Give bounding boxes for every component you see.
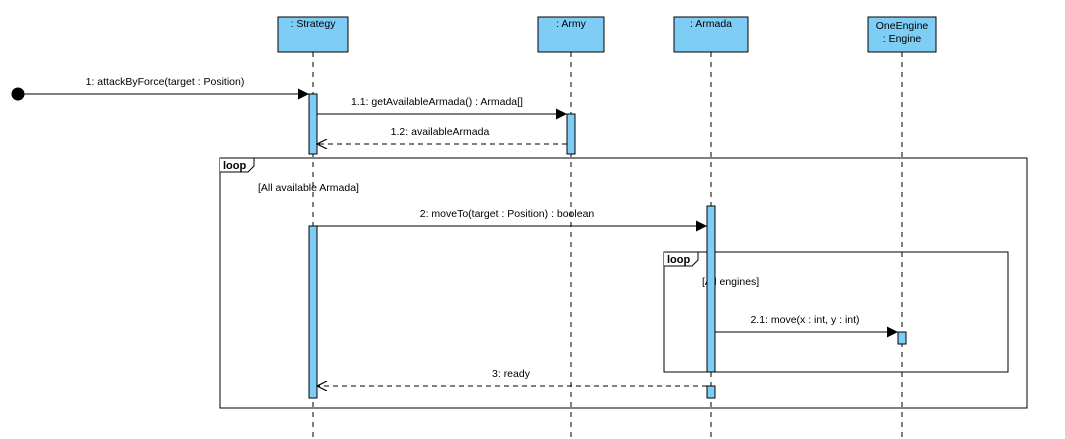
lifeline-strategy-label: : Strategy [291,18,337,30]
message-1[interactable]: 1: attackByForce(target : Position) [11,76,310,101]
lifeline-engine[interactable]: OneEngine : Engine [867,16,937,53]
message-3-label: 3: ready [492,368,531,380]
activation-armada-2[interactable] [706,385,716,399]
lifeline-armada[interactable]: : Armada [673,16,749,53]
lifeline-engine-label-type: : Engine [883,33,922,45]
lifeline-army[interactable]: : Army [537,16,605,53]
message-1-1-label: 1.1: getAvailableArmada() : Armada[] [351,96,523,108]
message-1-2-label: 1.2: availableArmada [391,126,490,138]
activation-armada-1[interactable] [706,205,716,373]
lifeline-engine-label-name: OneEngine [876,20,929,32]
message-1-2[interactable]: 1.2: availableArmada [317,126,567,144]
found-message-start-dot [11,87,25,101]
message-2[interactable]: 2: moveTo(target : Position) : boolean [317,208,707,232]
lifeline-strategy[interactable]: : Strategy [277,16,349,53]
message-2-1-label: 2.1: move(x : int, y : int) [750,314,859,326]
loop-fragment-outer-operator: loop [223,160,246,172]
lifeline-armada-label: : Armada [690,18,732,30]
lifeline-army-label: : Army [556,18,587,30]
message-1-label: 1: attackByForce(target : Position) [86,76,245,88]
loop-fragment-inner-guard: [All engines] [702,276,759,288]
message-2-1[interactable]: 2.1: move(x : int, y : int) [715,314,898,338]
activation-army-1[interactable] [566,113,576,155]
activation-strategy-2[interactable] [308,225,318,399]
loop-fragment-inner-operator: loop [667,254,690,266]
loop-fragment-inner[interactable]: loop [All engines] [663,251,1009,373]
loop-fragment-outer-guard: [All available Armada] [258,182,359,194]
loop-fragment-outer[interactable]: loop [All available Armada] [219,157,1028,409]
activation-engine-1[interactable] [897,331,907,345]
message-1-1[interactable]: 1.1: getAvailableArmada() : Armada[] [317,96,567,120]
message-2-label: 2: moveTo(target : Position) : boolean [420,208,595,220]
message-3[interactable]: 3: ready [317,368,707,386]
activation-strategy-1[interactable] [308,93,318,155]
